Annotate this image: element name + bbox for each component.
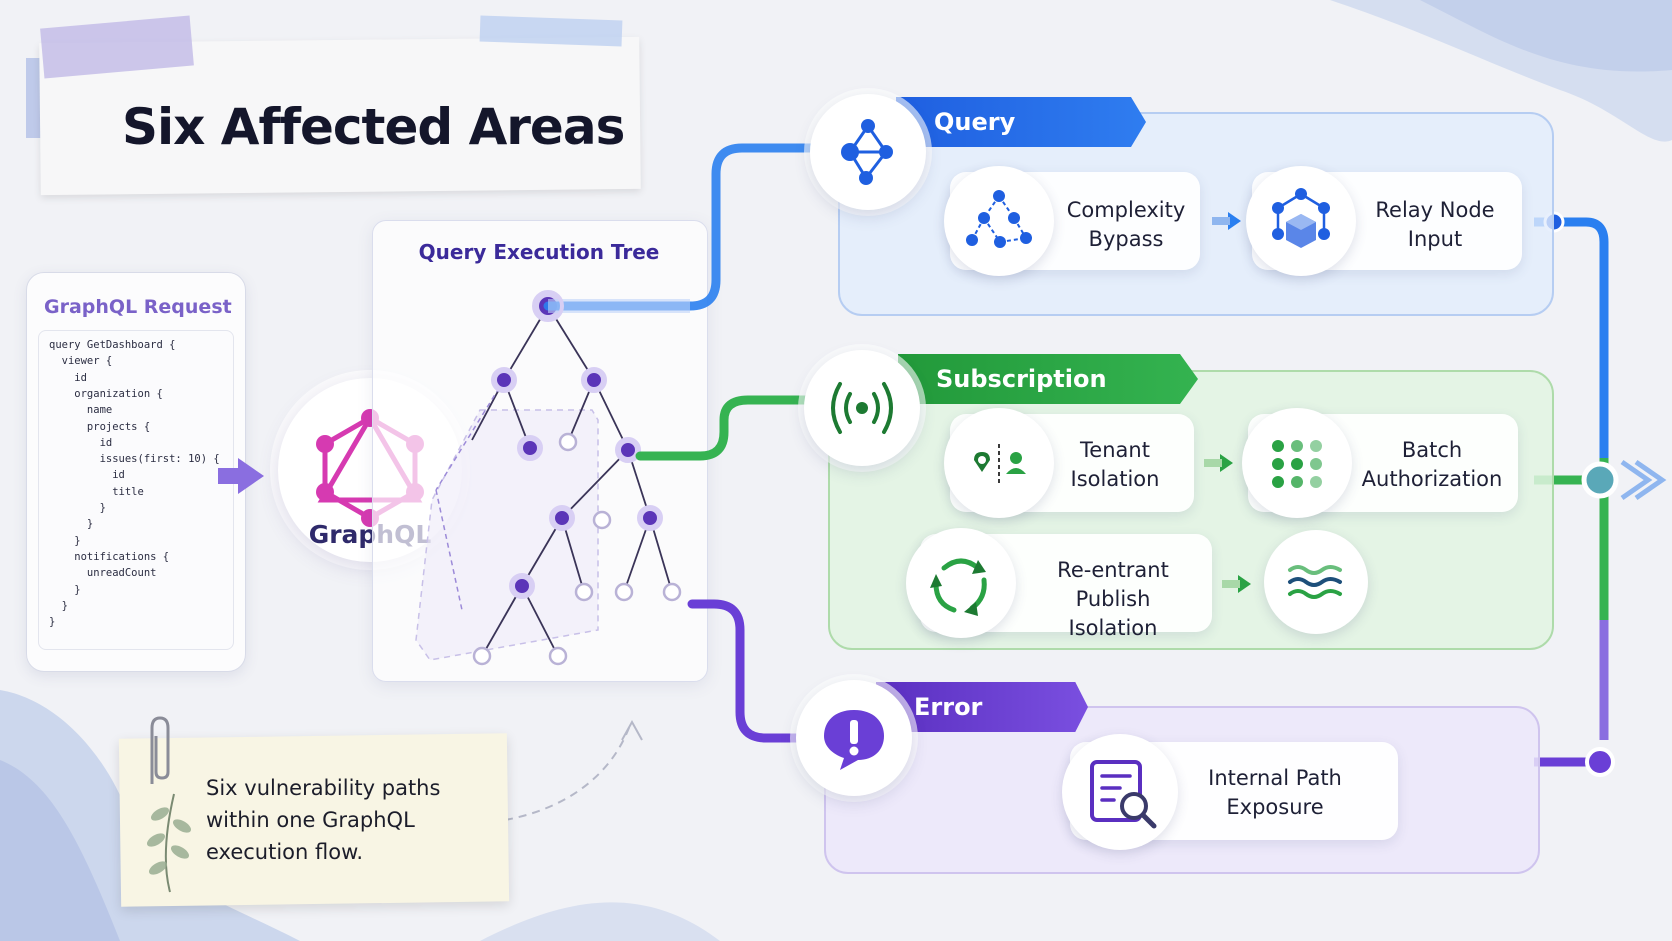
code-line: id <box>49 469 125 482</box>
flow-arrow-head <box>238 458 264 494</box>
code-line: name <box>49 404 113 417</box>
network-icon <box>966 190 1032 248</box>
wave-icon <box>1288 565 1342 599</box>
code-line: issues(first: 10) { <box>49 453 220 466</box>
flow-arrow-small <box>1228 212 1241 230</box>
tenant-icon-disc <box>944 408 1054 518</box>
paperclip-icon <box>150 716 170 784</box>
execution-tree-diagram <box>415 291 682 666</box>
document-search-icon <box>1090 760 1157 829</box>
request-code-block: query GetDashboard { viewer { id organiz… <box>38 330 234 650</box>
tape-strip <box>479 15 623 47</box>
flow-arrow-small <box>1220 454 1233 472</box>
code-line: } <box>49 534 81 547</box>
relay-node-icon-disc <box>1246 166 1356 276</box>
code-line: notifications { <box>49 550 170 563</box>
query-processing-disc <box>810 94 926 210</box>
code-line: id <box>49 371 87 384</box>
tenant-icon <box>974 444 1026 484</box>
code-line: id <box>49 436 113 449</box>
code-line: unreadCount <box>49 567 157 580</box>
subscription-disc <box>804 350 920 466</box>
internal-path-icon-disc <box>1062 734 1178 850</box>
flow-arrow <box>218 468 240 484</box>
flow-arrow-stub <box>1222 580 1240 588</box>
broadcast-icon <box>831 382 893 434</box>
code-line: } <box>49 616 56 629</box>
query-processing-banner: Query Processing <box>896 97 1146 147</box>
flow-arrow-small <box>1238 575 1251 593</box>
refresh-cycle-icon <box>930 558 987 616</box>
batch-authorization-icon-disc <box>1242 408 1352 518</box>
sticky-note-text: Six vulnerability paths within one Graph… <box>206 776 441 864</box>
flow-arrow-stub <box>1204 459 1222 467</box>
code-line: projects { <box>49 420 151 433</box>
code-line: } <box>49 518 94 531</box>
page-title: Six Affected Areas <box>122 98 625 156</box>
dot-grid-icon <box>1272 440 1322 488</box>
alert-bubble-icon <box>824 710 884 770</box>
code-line: title <box>49 485 144 498</box>
request-title: GraphQL Request <box>44 296 232 318</box>
flow-arrow-stub <box>1212 217 1230 225</box>
code-line: } <box>49 502 106 514</box>
leaf-icon <box>146 793 192 893</box>
code-line: viewer { <box>49 355 113 368</box>
code-line: } <box>49 583 81 596</box>
graph-icon <box>841 119 893 185</box>
code-line: query GetDashboard { <box>49 339 176 351</box>
code-line: organization { <box>49 387 163 400</box>
complexity-bypass-icon-disc <box>944 166 1054 276</box>
code-line: } <box>49 599 68 612</box>
cube-network-icon <box>1272 188 1330 248</box>
subscription-boundaries-banner: Subscription Boundaries <box>898 354 1198 404</box>
error-handling-banner: Error Handling <box>876 682 1088 732</box>
reentrant-icon-disc <box>906 528 1016 638</box>
error-handling-disc <box>796 680 912 796</box>
wave-icon-disc <box>1264 530 1368 634</box>
